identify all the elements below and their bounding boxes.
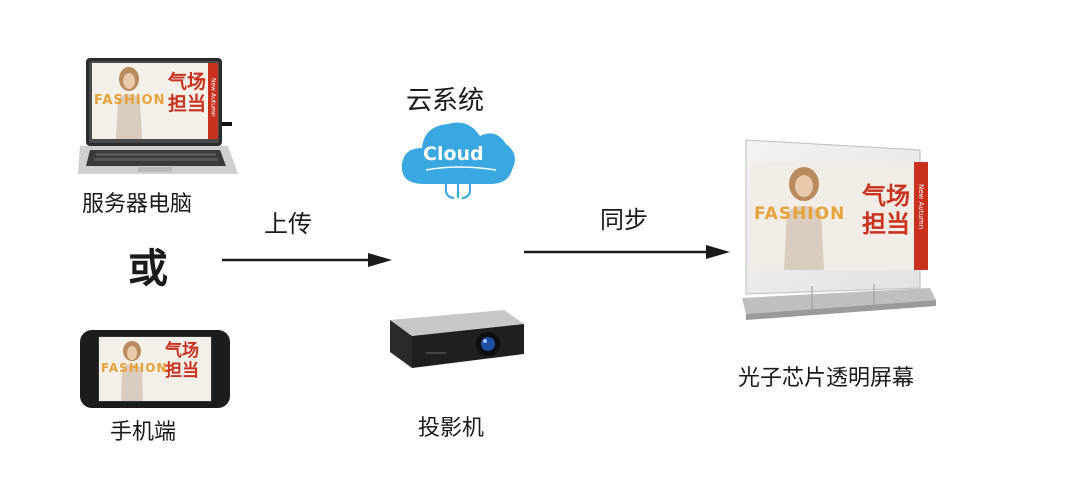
ad-fashion-text: FASHION [754,204,846,224]
ad-side-strip: New Autumn [208,63,218,139]
ad-cn-line2: 担当 [168,93,207,115]
cloud-system-label: 云系统 [406,86,485,116]
model-figure [114,65,144,139]
ad-side-strip: New Autumn [914,162,928,270]
ad-cn-line1: 气场 [862,182,910,210]
screen-label: 光子芯片透明屏幕 [738,366,915,391]
upload-arrow [222,250,394,270]
ad-fashion-text: FASHION [101,361,168,375]
projector-illustration [386,306,528,372]
or-label: 或 [128,246,168,292]
phone-screen-ad: FASHION 气场 担当 [99,337,211,401]
sync-arrow [524,242,734,262]
ad-cn-line2: 担当 [165,361,199,381]
upload-label: 上传 [264,210,312,238]
model-figure [782,164,826,270]
screen-ad: FASHION 气场 担当 New Autumn [750,162,928,270]
sync-label: 同步 [600,206,648,234]
ad-cn-line1: 气场 [168,71,207,93]
model-figure [119,339,145,401]
projector-label: 投影机 [418,416,485,441]
cloud-icon [396,112,520,200]
ad-cn-line1: 气场 [165,341,199,361]
cloud-badge-text: Cloud [423,143,484,165]
server-label: 服务器电脑 [82,192,193,217]
phone-label: 手机端 [110,420,177,445]
laptop-screen-ad: FASHION 气场 担当 New Autumn [92,63,218,139]
ad-cn-line2: 担当 [862,210,910,238]
ad-fashion-text: FASHION [94,93,166,108]
